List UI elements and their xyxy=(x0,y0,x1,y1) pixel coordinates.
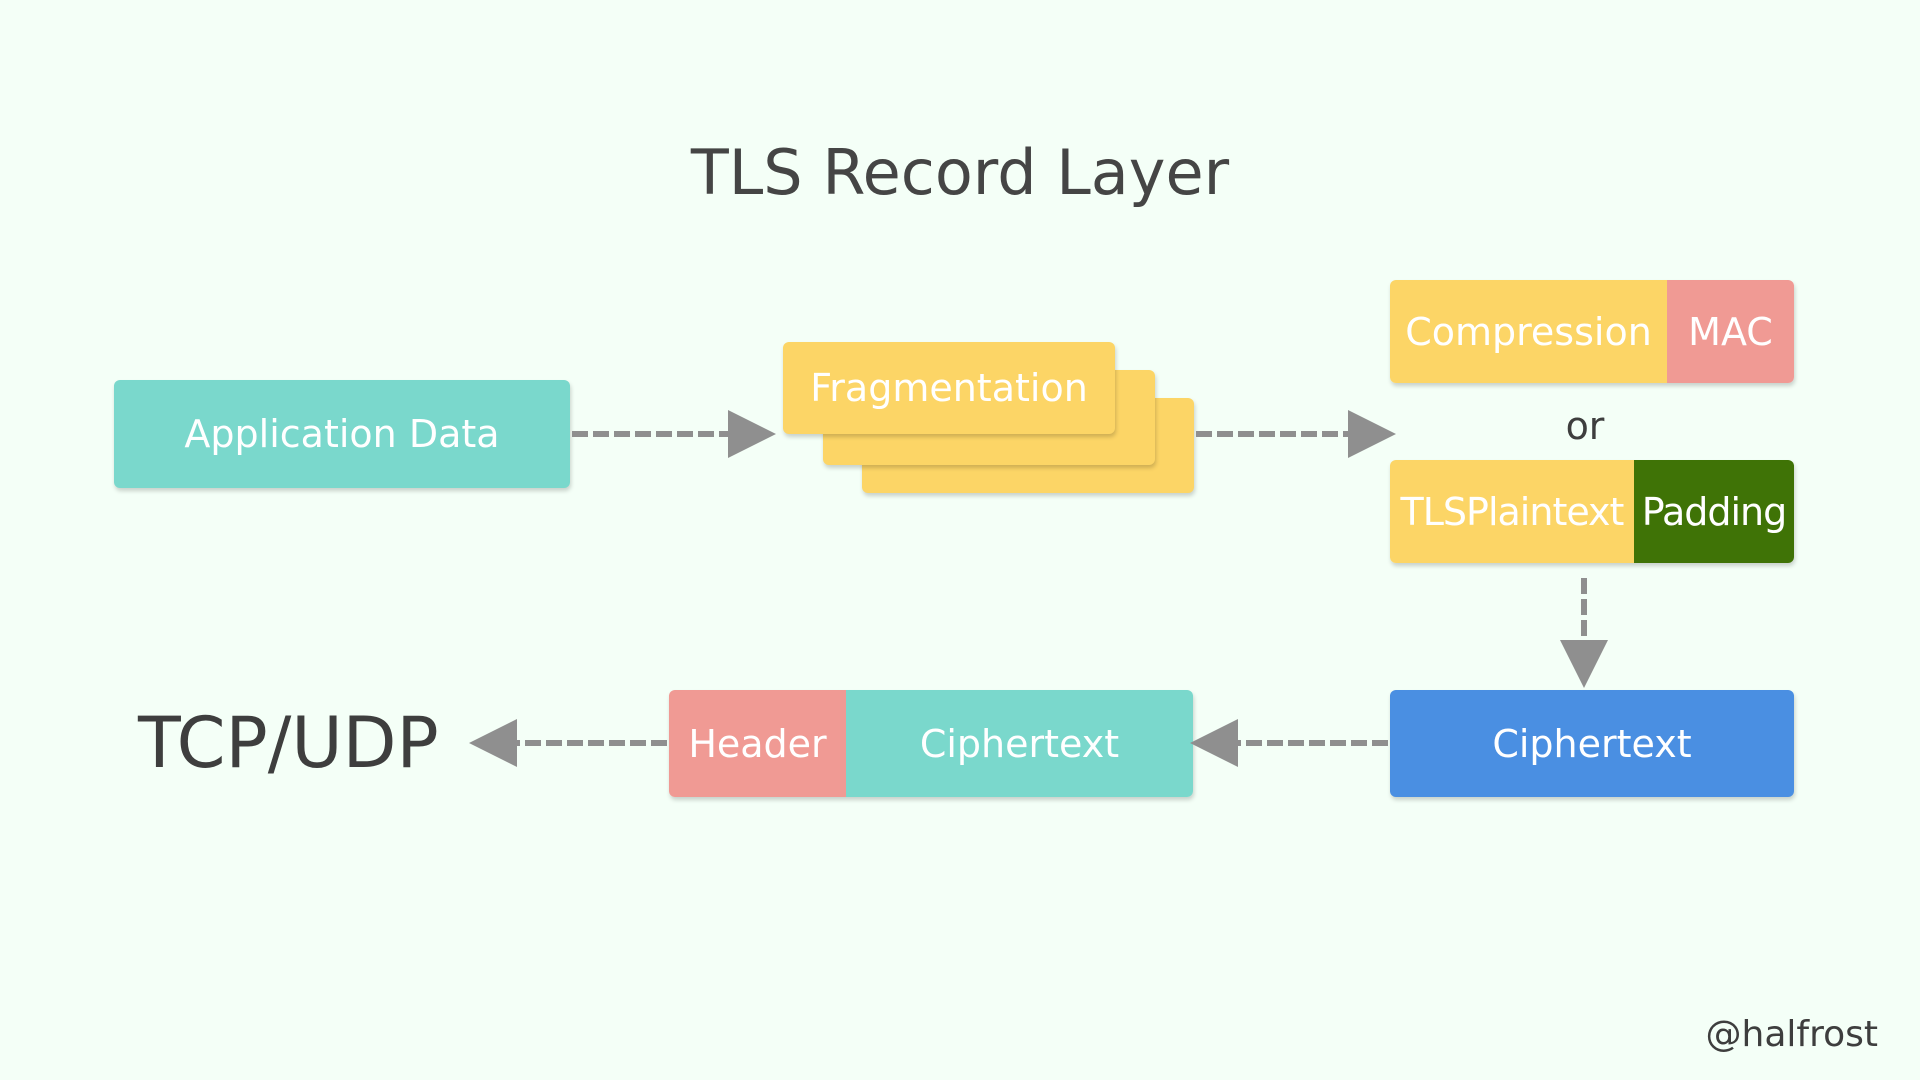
ciphertext-box-label: Ciphertext xyxy=(1492,721,1692,766)
record-ciphertext-label: Ciphertext xyxy=(919,721,1120,766)
diagram-title: TLS Record Layer xyxy=(690,136,1230,209)
record-box: Header Ciphertext xyxy=(669,690,1193,797)
mac-segment: MAC xyxy=(1667,280,1794,383)
compression-label: Compression xyxy=(1405,309,1652,354)
compression-mac-row: Compression MAC xyxy=(1390,280,1794,383)
author-credit: @halfrost xyxy=(1705,1014,1878,1055)
header-label: Header xyxy=(688,721,827,766)
fragmentation-label: Fragmentation xyxy=(810,366,1088,410)
ciphertext-box: Ciphertext xyxy=(1390,690,1794,797)
tlsplaintext-segment: TLSPlaintext xyxy=(1390,460,1634,563)
tcp-udp-label: TCP/UDP xyxy=(138,702,439,784)
tlsplaintext-label: TLSPlaintext xyxy=(1400,489,1625,534)
plaintext-padding-row: TLSPlaintext Padding xyxy=(1390,460,1794,563)
application-data-label: Application Data xyxy=(184,412,500,456)
or-label: or xyxy=(1565,404,1605,448)
padding-label: Padding xyxy=(1641,489,1787,534)
header-segment: Header xyxy=(669,690,846,797)
compression-segment: Compression xyxy=(1390,280,1667,383)
fragmentation-box: Fragmentation xyxy=(783,342,1115,434)
record-ciphertext-segment: Ciphertext xyxy=(846,690,1193,797)
mac-label: MAC xyxy=(1688,309,1773,354)
padding-segment: Padding xyxy=(1634,460,1794,563)
application-data-box: Application Data xyxy=(114,380,570,488)
